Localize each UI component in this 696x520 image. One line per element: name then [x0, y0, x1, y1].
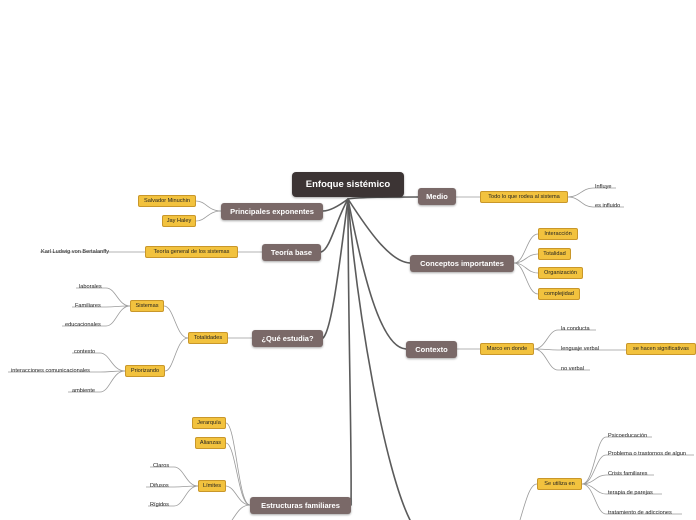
subtopic-sistemas[interactable]: Sistemas [130, 300, 164, 312]
leaf-problema-o-trastornos[interactable]: Problema o trastornos de algun [608, 451, 687, 457]
leaf-familiares[interactable]: Familiares [75, 303, 101, 309]
leaf-difusos[interactable]: Difusos [150, 483, 169, 489]
subtopic-interaccion[interactable]: Interacción [538, 228, 578, 240]
subtopic-se-utiliza-en[interactable]: Se utiliza en [537, 478, 582, 490]
leaf-crisis-familiares[interactable]: Crisis familiares [608, 471, 648, 477]
topic-medio[interactable]: Medio [418, 188, 456, 205]
subtopic-organizacion[interactable]: Organización [538, 267, 583, 279]
subtopic-teoria-general-de-los-sistemas[interactable]: Teoría general de los sistemas [145, 246, 238, 258]
leaf-interacciones-comunicacionales[interactable]: interacciones comunicacionales [11, 368, 90, 374]
topic-que-estudia[interactable]: ¿Qué estudia? [252, 330, 323, 347]
subtopic-priorizando[interactable]: Priorizando [125, 365, 165, 377]
leaf-la-conducta[interactable]: la conducta [561, 326, 590, 332]
leaf-educacionales[interactable]: educacionales [65, 322, 101, 328]
leaf-claros[interactable]: Claros [153, 463, 170, 469]
subtopic-jerarquia[interactable]: Jerarquía [192, 417, 226, 429]
leaf-no-verbal[interactable]: no verbal [561, 366, 585, 372]
subtopic-limites[interactable]: Límites [198, 480, 226, 492]
leaf-psicoeducacion[interactable]: Psicoeducación [608, 433, 648, 439]
subtopic-todo-lo-que-rodea[interactable]: Todo lo que rodea al sistema [480, 191, 568, 203]
leaf-influye[interactable]: Influye [595, 184, 612, 190]
leaf-laborales[interactable]: laborales [79, 284, 102, 290]
subtopic-totalidades[interactable]: Totalidades [188, 332, 228, 344]
leaf-karl-ludwig-von-bertalanffy[interactable]: Karl Ludwig von Bertalanffy [41, 249, 109, 255]
subtopic-jay-haley[interactable]: Jay Haley [162, 215, 196, 227]
subtopic-complejidad[interactable]: complejidad [538, 288, 580, 300]
leaf-terapia-de-parejas[interactable]: terapia de parejas [608, 490, 653, 496]
subtopic-marco-en-donde[interactable]: Marco en donde [480, 343, 534, 355]
topic-principales-exponentes[interactable]: Principales exponentes [221, 203, 323, 220]
leaf-tratamiento-de-adicciones[interactable]: tratamiento de adicciones [608, 510, 672, 516]
topic-conceptos-importantes[interactable]: Conceptos importantes [410, 255, 514, 272]
leaf-es-influido[interactable]: es influido [595, 203, 621, 209]
subtopic-salvador-minuchin[interactable]: Salvador Minuchin [138, 195, 196, 207]
leaf-ambiente[interactable]: ambiente [72, 388, 96, 394]
subtopic-alianzas[interactable]: Alianzas [195, 437, 226, 449]
leaf-contexto[interactable]: contexto [74, 349, 96, 355]
subtopic-totalidad[interactable]: Totalidad [538, 248, 571, 260]
leaf-rigidos[interactable]: Rígidos [150, 502, 169, 508]
leaf-lenguaje-verbal[interactable]: lenguaje verbal [561, 346, 599, 352]
topic-teoria-base[interactable]: Teoría base [262, 244, 321, 261]
subtopic-se-hacen-significativas[interactable]: se hacen significativas [626, 343, 696, 355]
topic-estructuras-familiares[interactable]: Estructuras familiares [250, 497, 351, 514]
topic-contexto[interactable]: Contexto [406, 341, 457, 358]
root-node[interactable]: Enfoque sistémico [292, 172, 404, 197]
